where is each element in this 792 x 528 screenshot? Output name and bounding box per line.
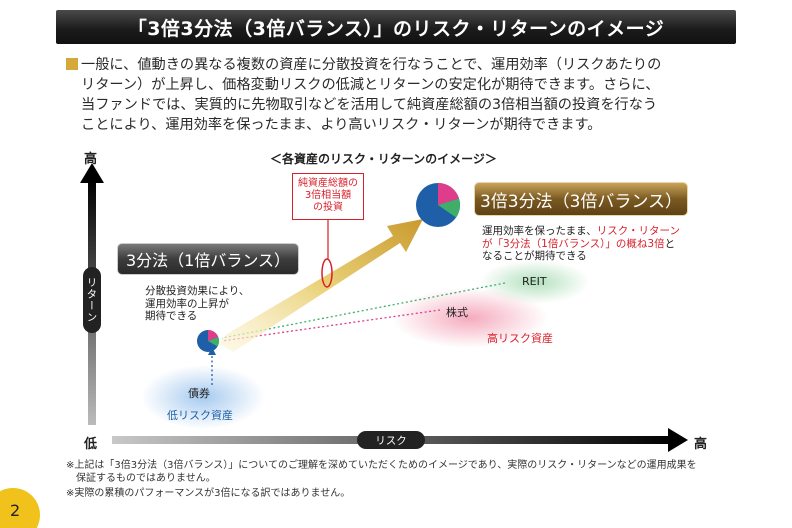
bonds-label: 債券 [188,387,210,400]
stocks-label: 株式 [446,306,468,319]
return-axis-label: リターン [83,267,101,333]
reit-glow [480,260,590,304]
intro-line-1: 一般に、値動きの異なる複数の資産に分散投資を行なうことで、運用効率（リスクあたり… [66,55,746,75]
axis-low-label: 低 [84,437,98,452]
intro-paragraph: 一般に、値動きの異なる複数の資産に分散投資を行なうことで、運用効率（リスクあたり… [66,55,746,135]
balance-3x-label: 3倍3分法（3倍バランス） [479,191,683,212]
low-risk-label: 低リスク資産 [167,409,233,422]
footnote-2: ※実際の累積のパフォーマンスが3倍になる訳ではありません。 [66,488,351,499]
bonds-glow [141,365,265,429]
intro-line-3: 当ファンドでは、実質的に先物取引などを活用して純資産総額の3倍相当額の投資を行な… [81,97,658,113]
leverage-callout: 純資産総額の 3倍相当額 の投資 [292,173,364,220]
return-high-label: 高 [84,152,98,167]
high-risk-label: 高リスク資産 [487,332,553,345]
balance-1x-label: 3分法（1倍バランス） [125,251,291,270]
pie-3x [416,183,460,227]
diagram-subtitle: ＜各資産のリスク・リターンのイメージ＞ [270,152,497,166]
risk-axis-label: リスク [357,431,425,449]
reit-label: REIT [522,275,547,288]
stocks-glow [392,288,548,348]
title-bar: 「3倍3分法（3倍バランス）」のリスク・リターンのイメージ [56,10,736,44]
diversification-lines [211,282,506,385]
note-3x: 運用効率を保ったまま、リスク・リターン が「3分法（1倍バランス）」の概ね3倍と… [482,225,681,262]
footnote-1: ※上記は「3倍3分法（3倍バランス）」についてのご理解を深めていただくためのイメ… [66,460,697,471]
note-1x: 分散投資効果により、 運用効率の上昇が 期待できる [145,285,250,322]
leverage-marker [321,258,333,288]
intro-line-4: ことにより、運用効率を保ったまま、より高いリスク・リターンが期待できます。 [81,117,602,133]
balance-1x-box: 3分法（1倍バランス） [117,243,299,275]
page-number: 2 [10,501,21,520]
page-title: 「3倍3分法（3倍バランス）」のリスク・リターンのイメージ [127,17,665,40]
intro-line-2: リターン）が上昇し、価格変動リスクの低減とリターンの安定化が期待できます。さらに… [81,77,660,93]
bullet-icon [66,58,78,70]
footnote-1-cont: 保証するものではありません。 [66,473,216,484]
balance-3x-box: 3倍3分法（3倍バランス） [474,182,688,216]
leverage-arrow [218,219,423,352]
risk-high-label: 高 [694,437,708,452]
pie-1x [197,330,219,352]
